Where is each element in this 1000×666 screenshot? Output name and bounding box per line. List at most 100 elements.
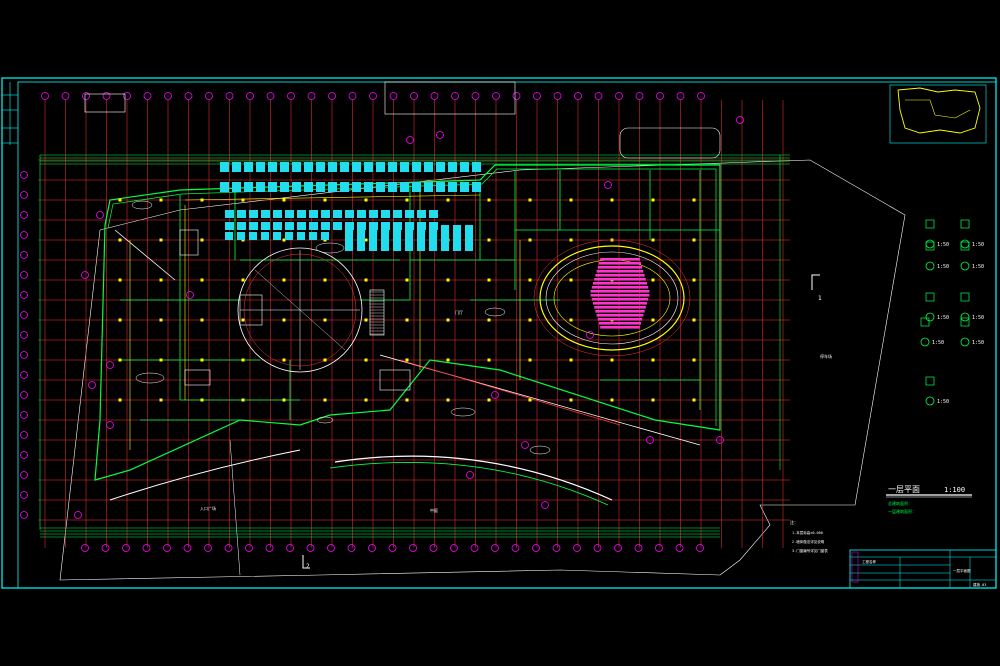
- column: [569, 358, 573, 362]
- note-3: 3.门窗编号详见门窗表: [792, 548, 828, 553]
- reading-table: [220, 162, 229, 172]
- reading-table: [340, 182, 349, 192]
- drawing-border: [1, 77, 997, 589]
- axis-bubble: [142, 544, 151, 552]
- reading-table: [309, 222, 318, 230]
- column: [487, 238, 491, 242]
- reading-tables: [220, 162, 481, 251]
- stair: [184, 369, 211, 386]
- auditorium-seat-row: [597, 318, 643, 321]
- axis-bubble: [20, 231, 28, 239]
- column: [446, 278, 450, 282]
- axis-bubble: [634, 544, 643, 552]
- axis-bubble: [615, 92, 623, 100]
- detail-bubble: [920, 337, 930, 347]
- axis-bubble: [388, 544, 397, 552]
- axis-bubble: [450, 544, 458, 552]
- reading-table: [249, 210, 258, 218]
- bookshelf: [393, 225, 401, 251]
- reading-table: [412, 162, 421, 172]
- bookshelf: [441, 225, 449, 251]
- column: [528, 318, 532, 322]
- axis-bubble: [656, 92, 664, 100]
- reading-table: [405, 210, 414, 218]
- axis-bubble: [369, 92, 377, 100]
- bookshelf: [285, 232, 293, 240]
- reading-table: [400, 182, 409, 192]
- reading-table: [333, 210, 342, 218]
- title-block: 工程名称 一层平面图 建施-03: [849, 549, 997, 589]
- reading-table: [460, 182, 469, 192]
- curved-facade: [109, 449, 301, 501]
- reading-table: [273, 210, 282, 218]
- reading-table: [285, 222, 294, 230]
- reading-table: [244, 162, 253, 172]
- axis-bubble: [696, 544, 704, 552]
- axis-bubble: [646, 436, 654, 444]
- column: [323, 358, 327, 362]
- axis-bubble: [466, 471, 474, 479]
- column: [569, 318, 573, 322]
- label-box: [84, 93, 126, 113]
- title-block-number: 建施-03: [973, 582, 986, 587]
- axis-bubble: [266, 92, 275, 100]
- reading-table: [340, 162, 349, 172]
- column: [610, 198, 614, 202]
- axis-bubble: [204, 544, 212, 552]
- column: [282, 198, 286, 202]
- furniture: [315, 242, 345, 254]
- auditorium-seat-row: [595, 274, 645, 277]
- reading-table: [345, 210, 354, 218]
- reading-table: [448, 182, 457, 192]
- axis-bubble: [675, 544, 684, 552]
- axis-bubble: [143, 92, 152, 100]
- axis-bubble: [593, 544, 602, 552]
- reading-table: [460, 162, 469, 172]
- axis-bubble: [676, 92, 685, 100]
- reading-table: [472, 182, 481, 192]
- axis-bubble: [123, 92, 131, 100]
- axis-bubble: [574, 92, 582, 100]
- axis-bubble: [553, 92, 562, 100]
- column: [200, 198, 204, 202]
- detail-scale: 1:50: [937, 264, 949, 270]
- reading-table: [424, 162, 433, 172]
- detail-section: [925, 376, 935, 386]
- reading-table: [424, 182, 433, 192]
- axis-bubble: [20, 191, 28, 199]
- auditorium-seat-row: [596, 314, 644, 317]
- reading-table: [388, 162, 397, 172]
- bookshelf: [273, 232, 281, 240]
- auditorium-ring: [533, 239, 691, 357]
- reading-table: [417, 210, 426, 218]
- axis-bubble: [20, 411, 28, 419]
- reading-table: [232, 162, 241, 172]
- auditorium-seat-row: [599, 322, 641, 325]
- column: [323, 278, 327, 282]
- column: [446, 318, 450, 322]
- axis-bubble: [82, 92, 90, 100]
- reading-table: [436, 182, 445, 192]
- axis-bubble: [245, 544, 253, 552]
- site-line: [229, 439, 241, 576]
- column: [487, 198, 491, 202]
- axis-bubble: [406, 136, 414, 144]
- column: [446, 358, 450, 362]
- column: [364, 278, 368, 282]
- bookshelf: [417, 225, 425, 251]
- column: [282, 318, 286, 322]
- axis-bubble: [20, 171, 28, 179]
- detail-bubble: [960, 312, 970, 322]
- auditorium-seat-row: [600, 258, 640, 261]
- axis-bubble: [20, 211, 28, 219]
- reading-table: [352, 162, 361, 172]
- diagonal-wall: [399, 359, 621, 426]
- auditorium-seat-row: [595, 310, 645, 313]
- column: [405, 318, 409, 322]
- stair: [179, 229, 199, 256]
- auditorium-seat-row: [597, 266, 643, 269]
- axis-bubble: [205, 92, 213, 100]
- detail-scale: 1:50: [972, 242, 984, 248]
- column: [241, 198, 245, 202]
- curved-facade: [329, 462, 609, 506]
